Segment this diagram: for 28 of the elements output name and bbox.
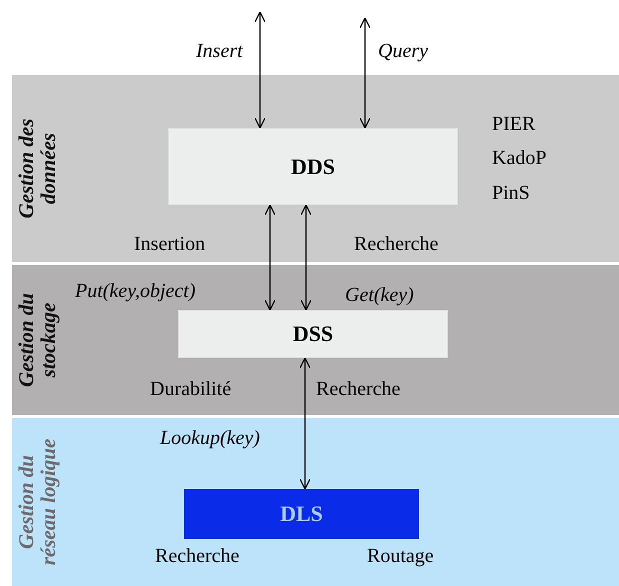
arrow bbox=[264, 204, 276, 311]
layer-band bbox=[12, 265, 619, 415]
function-label: PIER bbox=[492, 113, 536, 136]
function-label: PinS bbox=[492, 182, 530, 205]
edge-label: Query bbox=[378, 40, 428, 63]
function-label: Insertion bbox=[134, 233, 206, 256]
function-label: KadoP bbox=[492, 147, 546, 170]
layer-title: Gestion des données bbox=[12, 118, 61, 220]
layer-band bbox=[12, 418, 619, 586]
function-label: Recherche bbox=[316, 378, 400, 401]
edge-label: Lookup(key) bbox=[160, 427, 260, 450]
service-box: DDS bbox=[168, 128, 458, 205]
layer-title: Gestion du stockage bbox=[12, 292, 61, 389]
function-label: Recherche bbox=[354, 233, 438, 256]
edge-label: Insert bbox=[196, 40, 243, 63]
arrow bbox=[359, 17, 371, 129]
service-box: DLS bbox=[184, 489, 419, 539]
edge-label: Get(key) bbox=[345, 284, 414, 307]
arrow bbox=[299, 357, 311, 490]
arrow bbox=[300, 204, 312, 311]
arrow bbox=[254, 11, 266, 129]
function-label: Routage bbox=[367, 545, 434, 568]
function-label: Recherche bbox=[155, 545, 240, 568]
layer-band bbox=[12, 75, 619, 262]
layer-title: Gestion du réseau logique bbox=[12, 438, 61, 568]
function-label: Durabilité bbox=[150, 378, 232, 401]
edge-label: Put(key,object) bbox=[75, 280, 196, 303]
service-box: DSS bbox=[178, 310, 448, 358]
